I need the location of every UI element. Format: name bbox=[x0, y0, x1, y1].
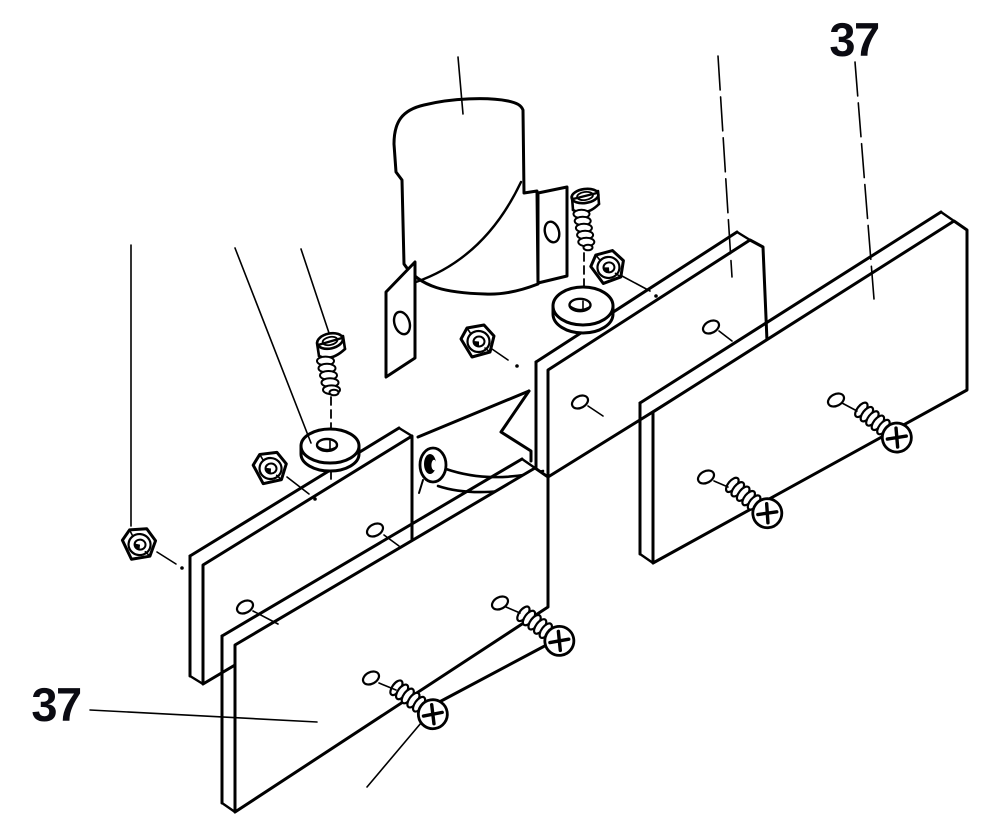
slotted-screw-right bbox=[570, 187, 601, 293]
plate-hole bbox=[826, 392, 846, 408]
tab-hole bbox=[543, 220, 561, 244]
phillips-screws-bottom bbox=[382, 597, 582, 737]
nut-leader bbox=[156, 551, 177, 565]
plate-hole bbox=[701, 319, 721, 335]
hole-leader bbox=[587, 405, 604, 417]
washer-left bbox=[299, 427, 361, 481]
part-number-label-bottom-left: 37 bbox=[31, 678, 81, 731]
nut-leader bbox=[621, 275, 651, 292]
plate-middle-right bbox=[534, 230, 769, 479]
hole-leader bbox=[252, 610, 279, 625]
plate-hole bbox=[365, 522, 385, 538]
hex-nut bbox=[119, 524, 159, 564]
tab-hole bbox=[392, 310, 412, 336]
hole-leader bbox=[713, 480, 729, 488]
hex-nut bbox=[459, 323, 496, 359]
leader-to-left-screw bbox=[300, 248, 330, 334]
leader-lines bbox=[89, 55, 875, 788]
hole-leader bbox=[841, 402, 858, 412]
leader-37-bottom bbox=[89, 709, 318, 723]
hole-leader bbox=[383, 534, 400, 547]
hex-nut bbox=[588, 248, 627, 286]
hex-nut bbox=[250, 449, 289, 487]
plate-far-right bbox=[638, 210, 969, 565]
leader-to-left-washer bbox=[234, 247, 312, 444]
v-notch bbox=[499, 389, 533, 463]
plate-front-left bbox=[220, 457, 550, 814]
slotted-screw-left bbox=[315, 331, 347, 438]
hole-leader bbox=[505, 606, 521, 614]
plate-hole bbox=[696, 469, 716, 485]
plate-hole bbox=[490, 595, 510, 611]
hole-leader bbox=[718, 330, 733, 342]
nut-leader bbox=[286, 476, 310, 495]
plate-hole bbox=[570, 394, 590, 410]
leader-to-middle-plate bbox=[717, 55, 733, 278]
plate-hole bbox=[361, 670, 381, 686]
pipe-clamp bbox=[384, 97, 569, 379]
plate-hole bbox=[235, 599, 255, 615]
hole-leader bbox=[378, 682, 397, 691]
leader-to-clamp bbox=[457, 56, 464, 115]
part-number-label-top-right: 37 bbox=[829, 13, 879, 66]
leader-37-top bbox=[854, 61, 875, 300]
washer-right bbox=[551, 285, 615, 335]
nut-leader bbox=[491, 348, 509, 361]
clamp-inner-arc bbox=[414, 180, 523, 284]
leader-to-bottom-screw bbox=[366, 722, 422, 788]
